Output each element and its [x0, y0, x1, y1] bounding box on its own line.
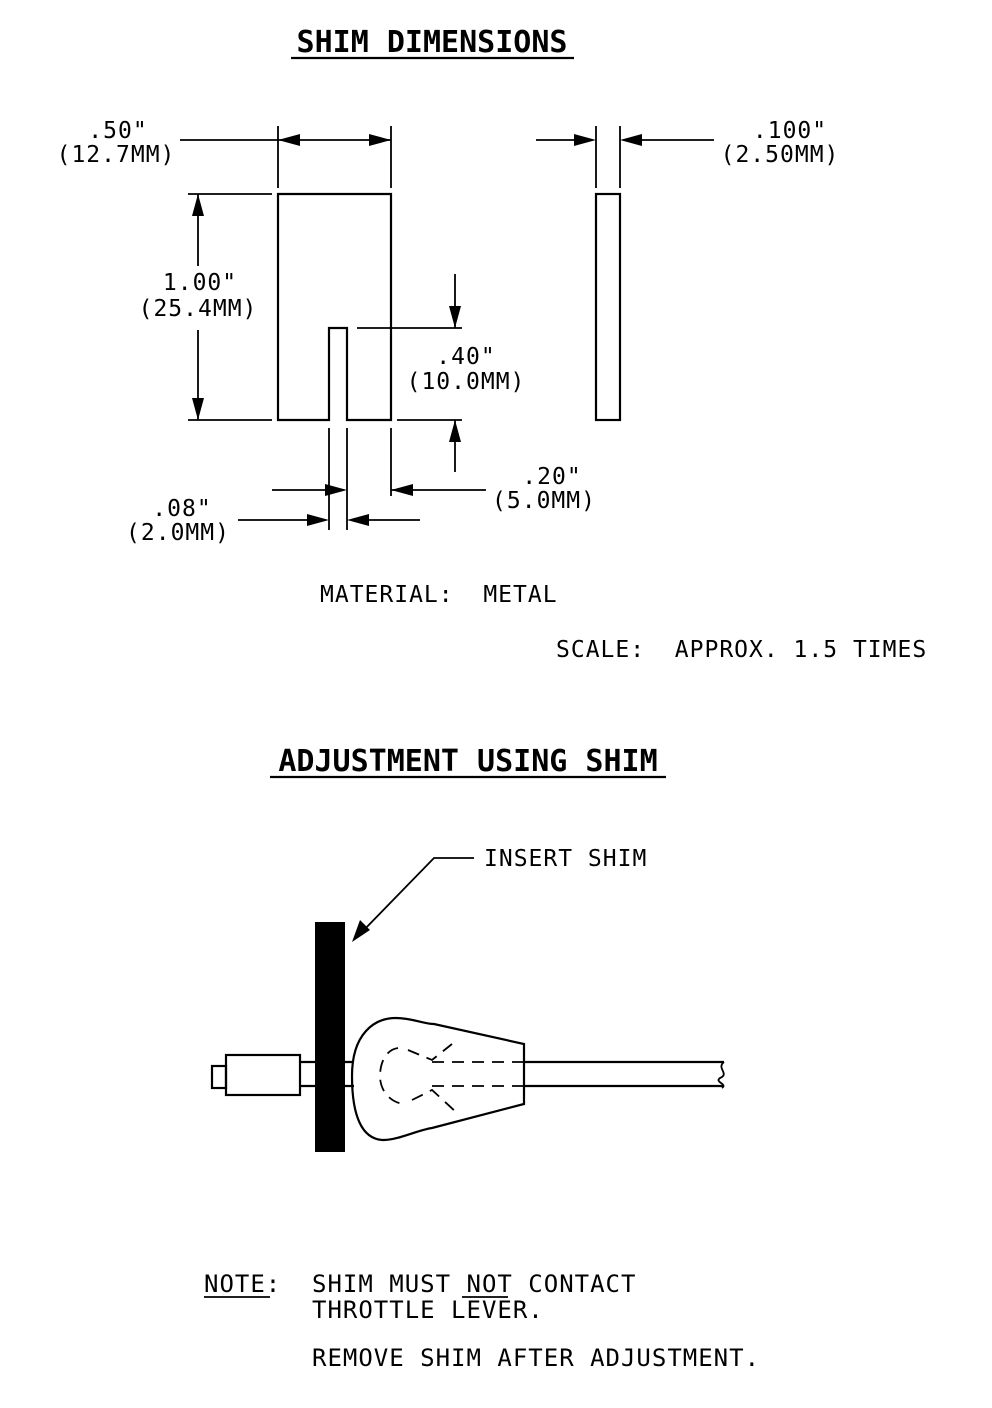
note-line-1: SHIM MUST NOT CONTACT — [312, 1270, 636, 1298]
swivel-body — [350, 1016, 526, 1142]
height-arrow-top — [192, 194, 204, 216]
slot-offset-inch-label: .20" — [522, 464, 581, 490]
slot-offset-arrow-left — [325, 484, 347, 496]
note-label: NOTE: — [204, 1270, 281, 1298]
thickness-arrow-right — [620, 134, 642, 146]
swivel-hidden-slot-top — [407, 1043, 453, 1062]
shim-dimensions-title: SHIM DIMENSIONS — [297, 25, 568, 60]
slot-width-inch-label: .08" — [152, 496, 211, 522]
slot-width-arrow-left — [307, 514, 329, 526]
note-line-1-pre: SHIM MUST — [312, 1270, 467, 1298]
shim-front-view — [276, 192, 393, 422]
thickness-inch-label: .100" — [753, 118, 827, 144]
thickness-arrow-left — [574, 134, 596, 146]
adjustment-title: ADJUSTMENT USING SHIM — [278, 744, 657, 779]
note-line-1-emph: NOT — [467, 1270, 513, 1298]
cable-break — [717, 1061, 725, 1089]
insert-shim-leader — [359, 857, 474, 935]
width-inch-label: .50" — [88, 118, 147, 144]
width-mm-label: (12.7MM) — [57, 142, 176, 168]
cable-end-cap — [210, 1064, 228, 1090]
slot-depth-arrow-bottom — [449, 420, 461, 442]
slot-offset-mm-label: (5.0MM) — [492, 488, 596, 514]
slot-width-arrow-right — [347, 514, 369, 526]
slot-depth-inch-label: .40" — [436, 344, 495, 370]
width-arrow-left — [278, 134, 300, 146]
note-line-2: THROTTLE LEVER. — [312, 1296, 544, 1324]
note-line-3: REMOVE SHIM AFTER ADJUSTMENT. — [312, 1344, 760, 1372]
slot-width-mm-label: (2.0MM) — [126, 520, 230, 546]
slot-depth-arrow-top — [449, 306, 461, 328]
cable-ferrule — [224, 1053, 302, 1097]
width-arrow-right — [369, 134, 391, 146]
slot-offset-arrow-right — [391, 484, 413, 496]
height-arrow-bottom — [192, 398, 204, 420]
slot-depth-mm-label: (10.0MM) — [407, 369, 526, 395]
insert-shim-label: INSERT SHIM — [484, 846, 647, 872]
swivel-hidden-slot-bottom — [411, 1088, 457, 1113]
height-inch-label: 1.00" — [163, 270, 237, 296]
shim-side-view — [594, 192, 622, 422]
material-label: MATERIAL: METAL — [320, 582, 558, 608]
note-line-1-post: CONTACT — [513, 1270, 637, 1298]
height-mm-label: (25.4MM) — [139, 296, 258, 322]
swivel-hidden-hole — [379, 1047, 407, 1105]
insert-shim-arrow — [352, 920, 370, 942]
scale-label: SCALE: APPROX. 1.5 TIMES — [556, 637, 927, 663]
inserted-shim — [315, 922, 345, 1152]
thickness-mm-label: (2.50MM) — [721, 142, 840, 168]
